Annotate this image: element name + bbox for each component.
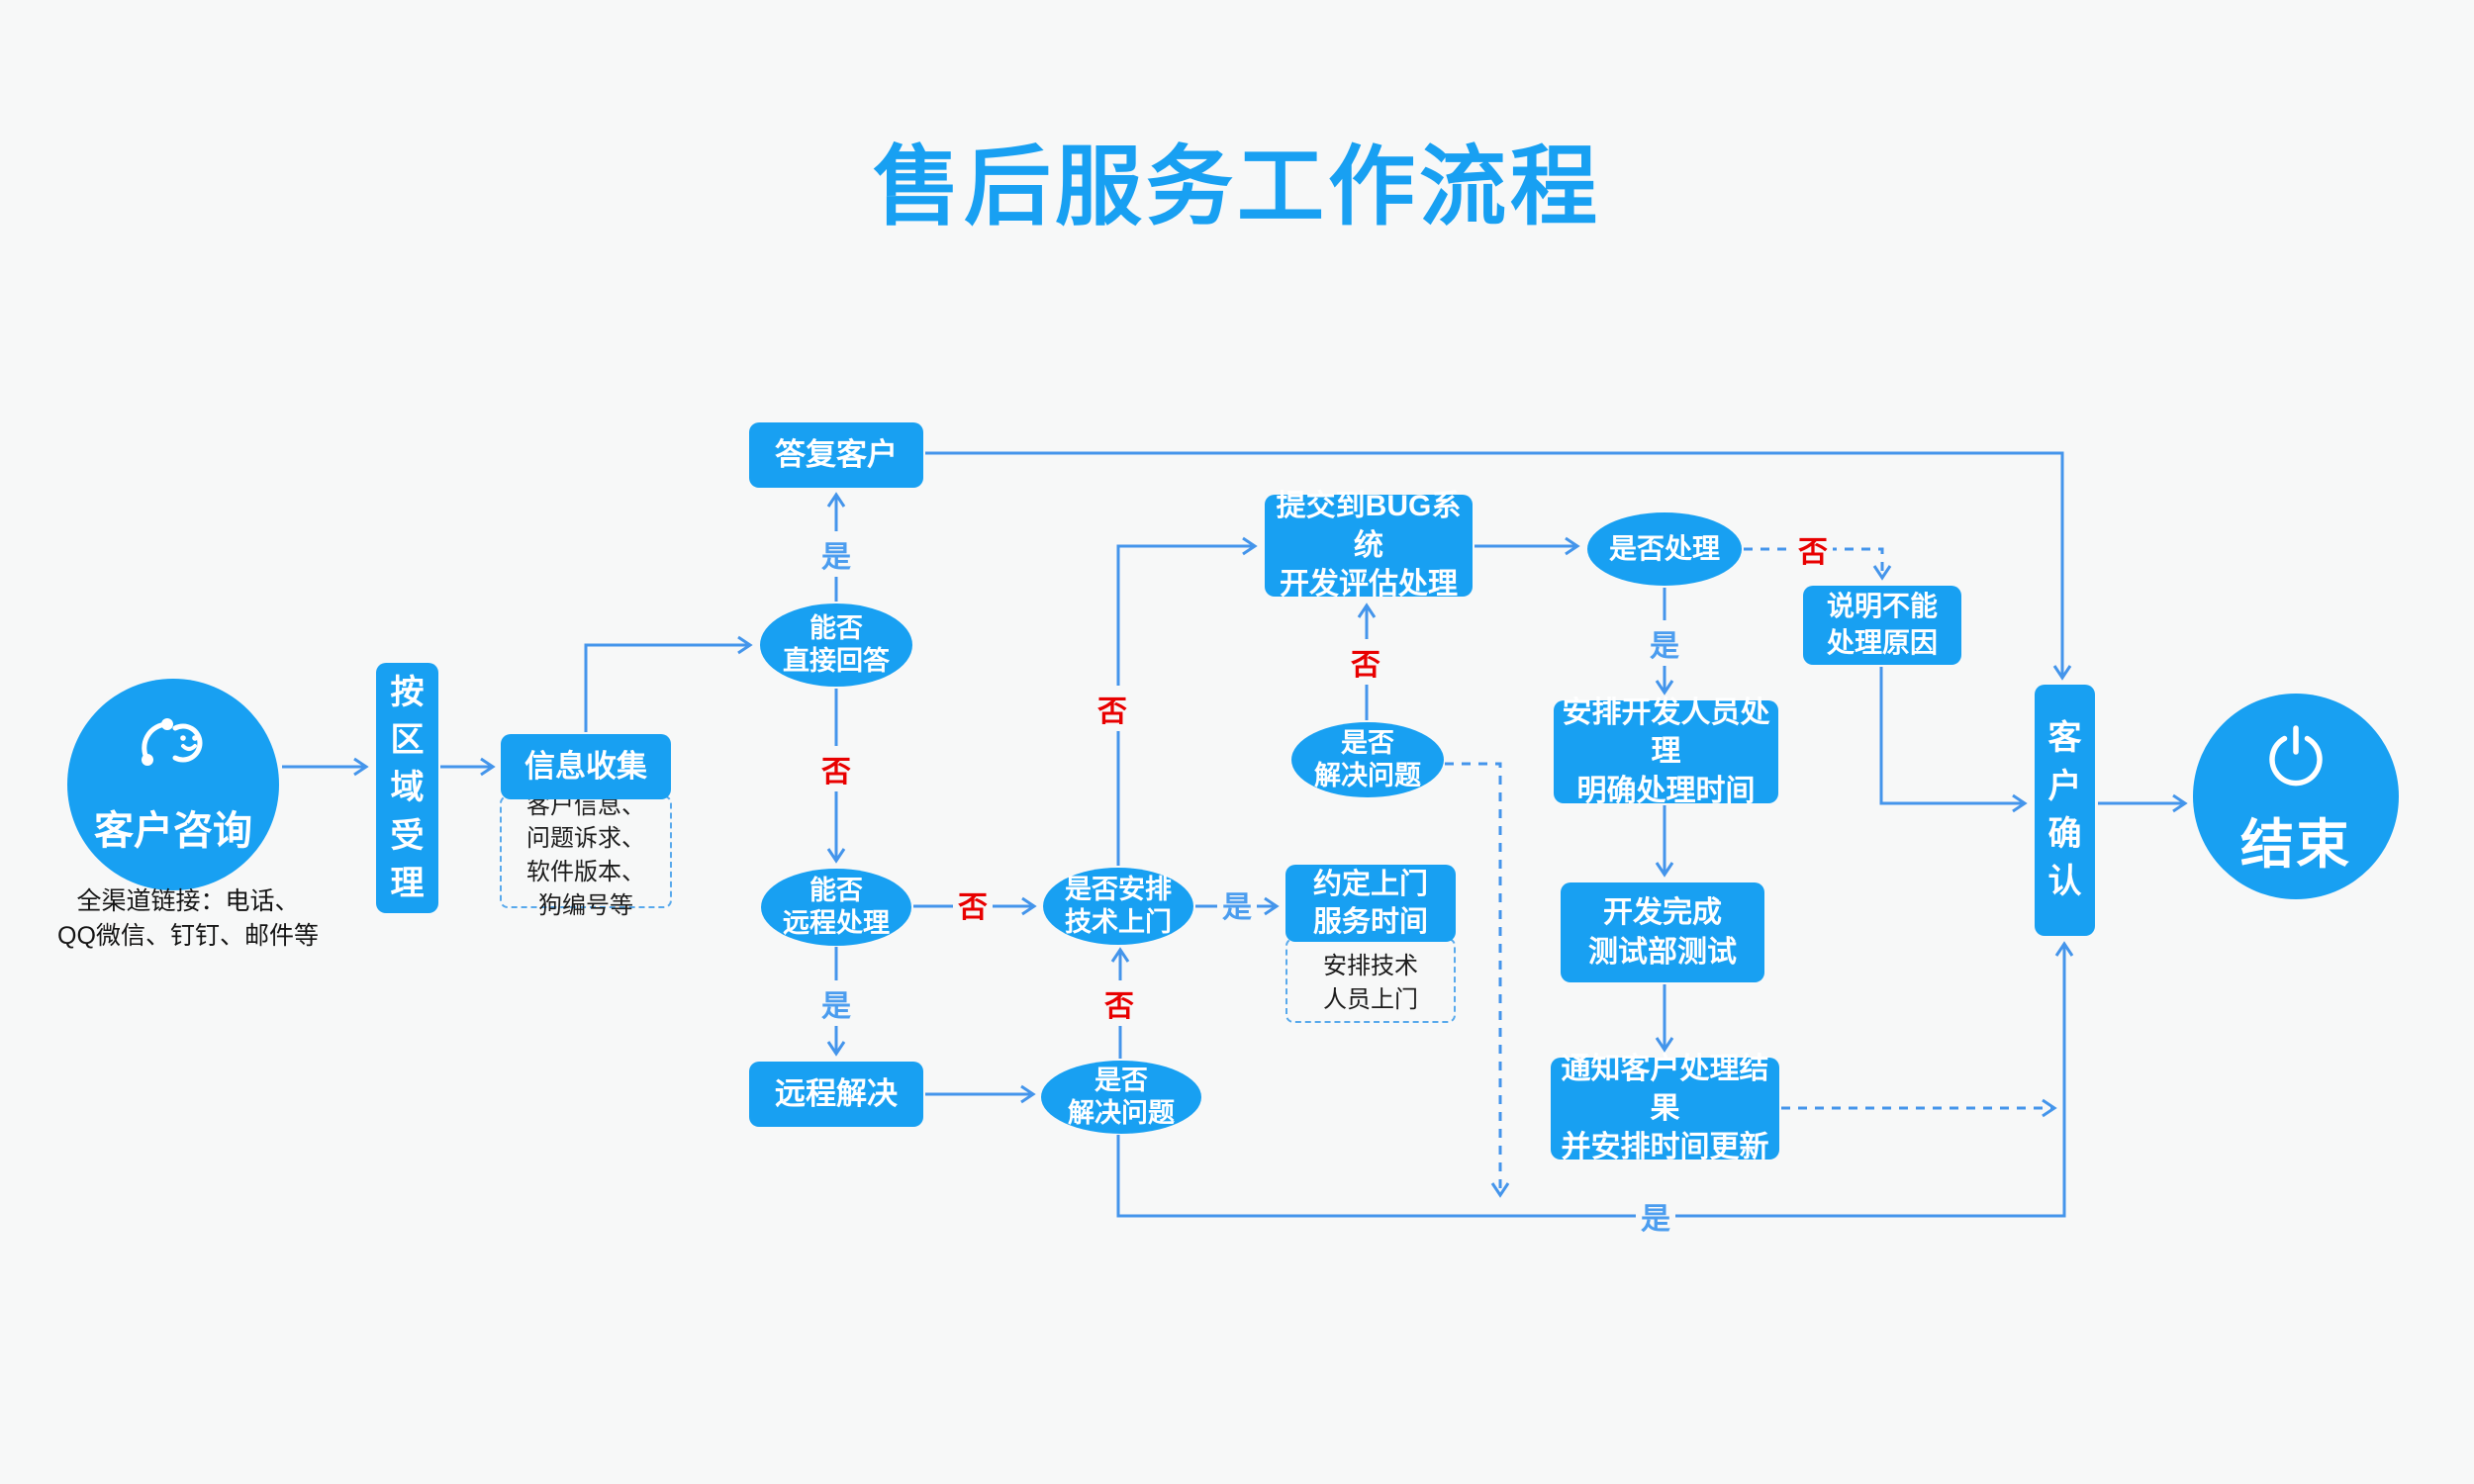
edge-label-yes: 是 <box>1217 881 1257 927</box>
schedule-note-line: 安排技术 <box>1323 953 1418 980</box>
edge-solved-yes-to-confirm <box>1116 941 2074 1218</box>
edge-info-to-can-answer <box>584 635 753 732</box>
power-icon <box>2256 714 2335 798</box>
schedule-onsite-note: 安排技术 人员上门 <box>1285 938 1456 1023</box>
node-arrange-onsite: 是否安排 技术上门 <box>1043 868 1193 945</box>
customer-confirm-label: 客户确认 <box>2047 719 2082 901</box>
edge-label-yes: 是 <box>1645 620 1684 666</box>
edge-solved-onsite-yes-dashed <box>1445 762 1510 1198</box>
end-label: 结束 <box>2240 815 2351 875</box>
node-reply-customer: 答复客户 <box>749 422 923 488</box>
edge-reply-to-confirm <box>925 451 2072 681</box>
edge-label-no: 否 <box>1099 980 1139 1026</box>
edge-label-no: 否 <box>1093 686 1132 731</box>
info-note-line: 问题诉求、 <box>526 825 645 853</box>
schedule-note-line: 人员上门 <box>1323 986 1418 1013</box>
edge-label-no: 否 <box>1793 526 1833 572</box>
edge-arrange-onsite-no-to-bug <box>1116 536 1258 866</box>
node-problem-solved-onsite: 是否 解决问题 <box>1291 722 1444 797</box>
node-problem-solved-remote: 是否 解决问题 <box>1041 1061 1201 1134</box>
node-customer-inquiry: 客户咨询 <box>67 679 279 890</box>
edge-handle-no-to-explain-dashed <box>1744 547 1892 581</box>
phone-smiley-icon <box>132 714 215 792</box>
edge-label-no: 否 <box>1346 639 1385 685</box>
node-info-collection: 信息收集 <box>501 734 671 799</box>
customer-inquiry-caption: 全渠道链接：电话、 QQ微信、钉钉、邮件等 <box>57 887 319 950</box>
node-arrange-dev: 安排开发人员处理 明确处理时间 <box>1554 696 1778 807</box>
node-dev-complete: 开发完成 测试部测试 <box>1561 882 1764 982</box>
node-end: 结束 <box>2193 694 2399 899</box>
edge-label-yes: 是 <box>816 531 856 577</box>
regional-acceptance-label: 按区域受理 <box>390 673 425 902</box>
node-can-answer-directly: 能否 直接回答 <box>760 603 912 687</box>
node-can-remote-handle: 能否 远程处理 <box>761 869 911 946</box>
page-title: 售后服务工作流程 <box>872 138 1601 235</box>
node-schedule-onsite: 约定上门 服务时间 <box>1285 865 1456 942</box>
info-note-line: 狗编号等 <box>538 891 633 919</box>
node-notify-customer: 通知客户处理结果 并安排时间更新 <box>1551 1053 1779 1163</box>
customer-inquiry-label: 客户咨询 <box>94 808 252 853</box>
node-handle-or-not: 是否处理 <box>1587 512 1742 586</box>
edge-explain-to-confirm <box>1879 667 2028 813</box>
info-note-line: 软件版本、 <box>526 859 645 885</box>
edge-label-no: 否 <box>816 746 856 791</box>
edge-label-yes: 是 <box>1636 1193 1675 1239</box>
node-regional-acceptance: 按区域受理 <box>376 663 438 913</box>
edge-label-no: 否 <box>953 881 993 927</box>
node-remote-resolve: 远程解决 <box>749 1062 923 1127</box>
edge-label-yes: 是 <box>816 980 856 1026</box>
node-explain-reason: 说明不能 处理原因 <box>1803 586 1961 665</box>
node-submit-bug: 提交到BUG系统 开发评估处理 <box>1265 490 1473 601</box>
info-collection-note: 客户信息、 问题诉求、 软件版本、 狗编号等 <box>500 792 672 919</box>
node-customer-confirm: 客户确认 <box>2035 685 2095 936</box>
